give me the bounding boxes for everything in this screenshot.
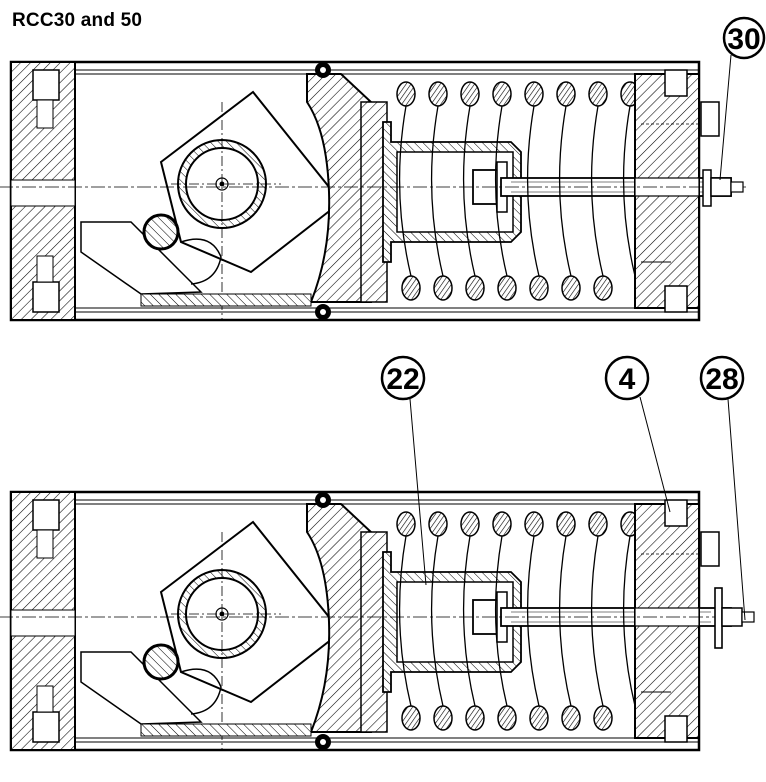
callout-28-label: 28 bbox=[705, 363, 738, 396]
callout-22: 22 bbox=[380, 355, 427, 586]
callout-4-label: 4 bbox=[619, 363, 636, 396]
callout-30-label: 30 bbox=[727, 23, 760, 56]
diagram-title: RCC30 and 50 bbox=[12, 10, 143, 31]
top-actuator-section bbox=[0, 60, 748, 322]
callout-30: 30 bbox=[719, 16, 766, 181]
callout-22-label: 22 bbox=[386, 363, 419, 396]
bottom-actuator-section bbox=[0, 490, 755, 752]
callout-28: 28 bbox=[699, 355, 746, 621]
callout-4: 4 bbox=[604, 355, 671, 513]
